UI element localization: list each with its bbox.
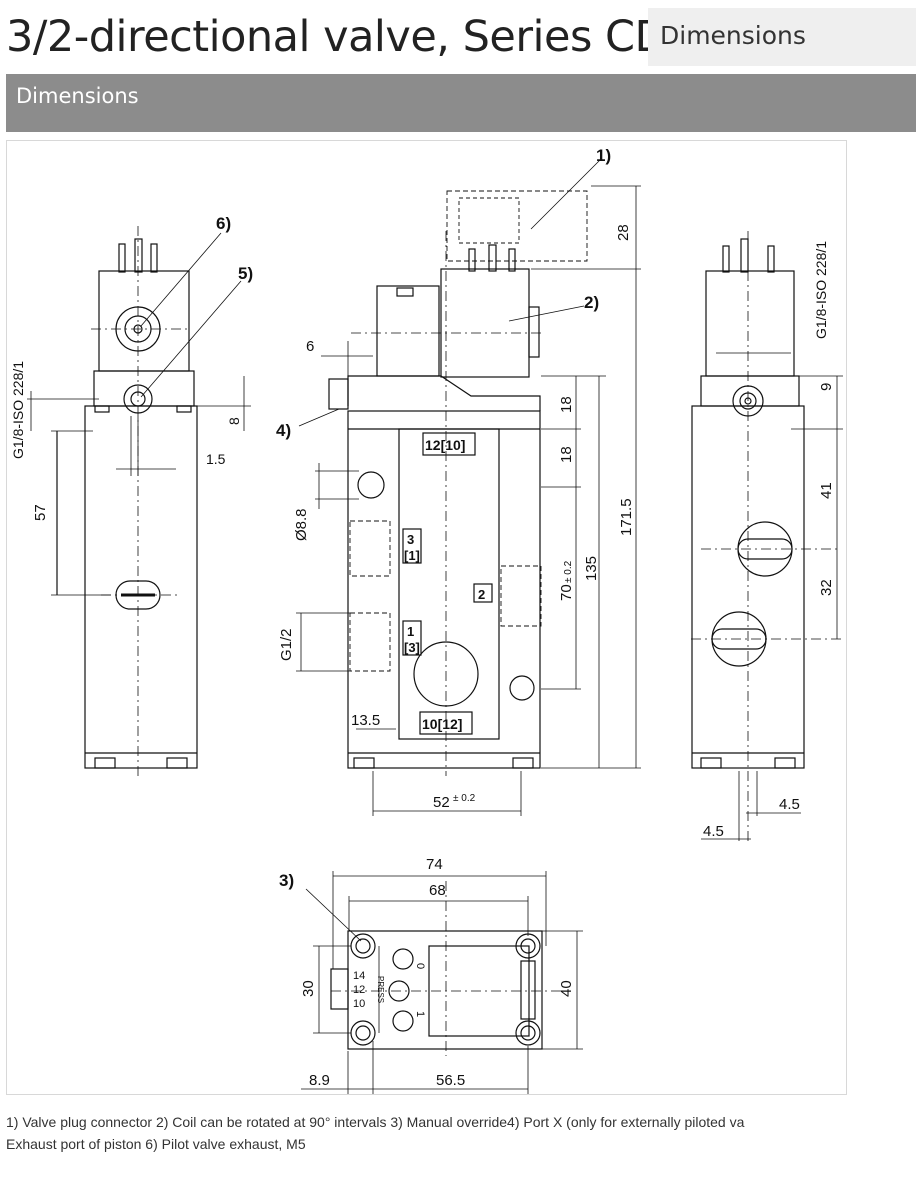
callout-5: 5) [238,264,253,283]
figure-caption: 1) Valve plug connector 2) Coil can be r… [6,1114,745,1152]
plate-press: PRESS [376,976,385,1003]
port-3-bracket: [1] [404,548,420,563]
top-view [301,871,583,1094]
dim-41: 41 [818,482,835,499]
dim-52: 52 [433,794,450,811]
dim-6: 6 [306,338,314,355]
dim-56-5: 56.5 [436,1072,465,1089]
dim-8: 8 [226,417,242,425]
dim-18-top: 18 [558,396,575,413]
dim-4-5-left: 4.5 [703,823,724,840]
section-header: Dimensions [6,74,916,132]
dim-40: 40 [558,980,575,997]
dim-68: 68 [429,882,446,899]
dim-32: 32 [818,579,835,596]
callout-2: 2) [584,293,599,312]
dim-70: 70 [558,584,575,601]
port-2: 2 [478,587,485,602]
port-1-bracket: [3] [404,640,420,655]
dim-74: 74 [426,856,443,873]
dim-g1-2: G1/2 [278,628,295,661]
callout-1: 1) [596,146,611,165]
tol-70: ± 0.2 [563,560,574,583]
dim-57: 57 [32,504,49,521]
port-3: 3 [407,532,414,547]
dim-28: 28 [615,224,632,241]
dim-13-5: 13.5 [351,712,380,729]
port-10-12: 10[12] [422,716,462,732]
callout-6: 6) [216,214,231,233]
dim-171-5: 171.5 [618,498,635,536]
dim-9: 9 [818,383,835,391]
plate-12: 12 [353,984,365,996]
dim-1-5: 1.5 [206,451,226,467]
dimensions-tab[interactable]: Dimensions [648,8,916,66]
front-view [296,158,641,816]
plate-0: 0 [414,963,426,969]
plate-14: 14 [353,970,365,982]
dimension-drawing: 6) 5) 57 8 1.5 G1/8-ISO 228/1 [6,140,847,1095]
plate-10: 10 [353,998,365,1010]
dim-8-9: 8.9 [309,1072,330,1089]
callout-4: 4) [276,421,291,440]
callout-3: 3) [279,871,294,890]
dim-18-bottom: 18 [558,446,575,463]
port-1: 1 [407,624,414,639]
port-12-10: 12[10] [425,437,465,453]
right-side-view [691,231,843,841]
dim-30: 30 [300,980,317,997]
dim-135: 135 [583,556,600,581]
port-label-right: G1/8-ISO 228/1 [813,241,829,339]
dim-d8-8: Ø8.8 [293,508,310,541]
dim-4-5-right: 4.5 [779,796,800,813]
plate-1: 1 [414,1011,426,1017]
tol-52: ± 0.2 [453,793,476,804]
port-label-left: G1/8-ISO 228/1 [10,361,26,459]
left-side-view [27,226,251,776]
page-title: 3/2-directional valve, Series CD12 [6,12,721,62]
